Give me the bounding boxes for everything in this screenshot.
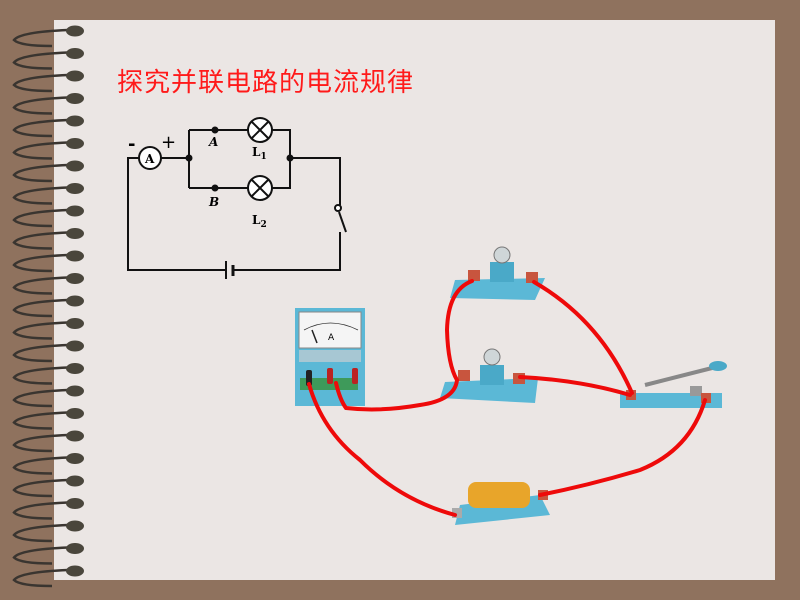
- spiral-ring: [12, 411, 69, 430]
- spiral-hole: [66, 228, 84, 239]
- ammeter-letter: A: [144, 152, 155, 166]
- spiral-ring: [12, 28, 69, 48]
- point-b-dot: [211, 184, 219, 192]
- spiral-hole: [66, 115, 84, 127]
- spiral-hole: [66, 93, 84, 104]
- spiral-ring: [12, 456, 69, 475]
- spiral-ring: [12, 51, 69, 70]
- spiral-ring: [12, 163, 69, 183]
- spiral-hole: [66, 498, 84, 509]
- plus-sign: +: [161, 132, 176, 153]
- spiral-ring: [12, 298, 69, 318]
- point-b-label: B: [208, 195, 219, 209]
- spiral-ring: [12, 96, 69, 115]
- spiral-ring: [12, 231, 69, 250]
- spiral-hole: [66, 318, 84, 329]
- minus-sign: -: [128, 134, 135, 155]
- spiral-ring: [12, 568, 69, 588]
- spiral-ring: [12, 141, 69, 160]
- switch-pivot: [334, 204, 342, 212]
- spiral-hole: [66, 183, 84, 194]
- spiral-hole: [66, 475, 84, 487]
- spiral-hole: [66, 250, 84, 262]
- spiral-hole: [66, 138, 84, 149]
- spiral-hole: [66, 453, 84, 464]
- spiral-hole: [66, 273, 84, 284]
- spiral-ring: [12, 208, 69, 228]
- spiral-hole: [66, 520, 84, 532]
- spiral-ring: [12, 73, 69, 93]
- spiral-ring: [12, 478, 69, 498]
- lamp1-symbol: [247, 117, 273, 143]
- spiral-hole: [66, 565, 84, 577]
- spiral-hole: [66, 160, 84, 172]
- ammeter-dial-label: A: [328, 333, 335, 343]
- spiral-ring: [12, 321, 69, 340]
- spiral-ring: [12, 186, 69, 205]
- connecting-wires: [307, 279, 707, 517]
- lamp1-label: L1: [252, 145, 267, 162]
- spiral-hole: [66, 205, 84, 217]
- spiral-ring: [12, 366, 69, 385]
- spiral-hole: [66, 385, 84, 397]
- point-a-dot: [211, 126, 219, 134]
- switch-device: [620, 361, 727, 408]
- spiral-ring: [12, 118, 69, 138]
- spiral-hole: [66, 543, 84, 554]
- spiral-ring: [12, 253, 69, 273]
- spiral-ring: [12, 523, 69, 543]
- spiral-hole: [66, 340, 84, 352]
- lamp1-device: [450, 246, 545, 300]
- circuit-schematic: [127, 117, 347, 279]
- ammeter-symbol: [138, 146, 162, 170]
- lamp2-label: L2: [252, 213, 267, 230]
- spiral-ring: [12, 433, 69, 453]
- slide-title: 探究并联电路的电流规律: [117, 68, 415, 98]
- point-a-label: A: [208, 135, 218, 149]
- ammeter-device: A: [295, 308, 365, 406]
- spiral-hole: [66, 48, 84, 59]
- spiral-ring: [12, 276, 69, 295]
- spiral-ring: [12, 501, 69, 520]
- spiral-hole: [66, 295, 84, 307]
- battery-device: [452, 482, 550, 525]
- spiral-hole: [66, 70, 84, 82]
- spiral-hole: [66, 25, 84, 37]
- spiral-ring: [12, 546, 69, 565]
- spiral-ring: [12, 388, 69, 408]
- schematic-wires: [127, 129, 341, 271]
- slide-page: [54, 20, 775, 580]
- lamp2-symbol: [247, 175, 273, 201]
- spiral-hole: [66, 363, 84, 374]
- switch-lever: [338, 211, 347, 233]
- spiral-binding: [12, 25, 84, 588]
- spiral-hole: [66, 408, 84, 419]
- spiral-hole: [66, 430, 84, 442]
- spiral-ring: [12, 343, 69, 363]
